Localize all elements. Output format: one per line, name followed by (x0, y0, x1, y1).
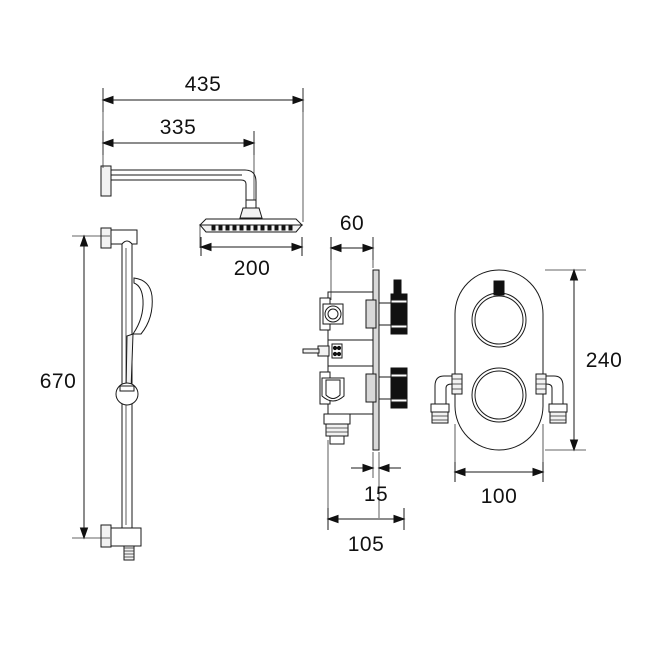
temperature-indicator-stalk (393, 279, 402, 297)
extension-lines-valve (327, 237, 380, 518)
dimension-335: 335 (101, 116, 256, 155)
slide-rail-top-wall-plate (100, 227, 112, 249)
dimension-240: 240 (569, 268, 623, 452)
dimension-60-label: 60 (340, 212, 364, 235)
valve-collar-lower (365, 373, 377, 403)
dimension-435-label: 435 (185, 73, 222, 96)
valve-outlet-boss-lower (321, 377, 345, 402)
outlet-elbow-left (430, 373, 463, 424)
dimension-105-label: 105 (348, 533, 385, 556)
valve-mid-detail-plate (331, 343, 343, 359)
slide-rail-bottom-bracket (110, 527, 142, 547)
outlet-elbow-left-nut (431, 411, 449, 424)
dimension-335-label: 335 (160, 116, 197, 139)
extension-lines-arm (102, 88, 304, 248)
valve-outlet-bore-lower (325, 379, 341, 399)
valve-collar-upper (365, 299, 377, 329)
shower-head-top (198, 218, 304, 226)
dimension-240-label: 240 (586, 349, 623, 372)
temperature-handle-groove-top (390, 299, 408, 304)
temperature-indicator-tab (493, 280, 505, 296)
flow-control-ring (471, 367, 527, 423)
outlet-elbow-right-nut (549, 411, 567, 424)
dimension-435: 435 (101, 73, 305, 112)
flow-control-inner (474, 370, 524, 420)
dimension-15-label: 15 (364, 483, 388, 506)
dimension-670: 670 (40, 234, 110, 540)
hose-outlet-thread (124, 547, 134, 558)
slide-rail-bottom-wall-plate (100, 524, 112, 548)
temperature-control-inner (474, 295, 524, 345)
outlet-elbow-right-nut-top (548, 403, 568, 413)
dimension-15: 15 (351, 463, 401, 506)
valve-outlet-tail (329, 435, 345, 445)
valve-stem-lower (378, 376, 392, 400)
temperature-handle-groove-bottom (390, 324, 408, 329)
view-shower-arm (100, 165, 304, 233)
temperature-control-ring (471, 292, 527, 348)
flow-handle-side (390, 367, 408, 409)
dimension-200-label: 200 (234, 257, 271, 280)
valve-outlet-nut-upper (323, 413, 351, 425)
valve-outlet-nut-lower (325, 423, 349, 437)
valve-stop-screw-head (317, 345, 330, 357)
outlet-elbow-left-nut-top (430, 403, 450, 413)
dimension-200: 200 (199, 237, 304, 280)
hose-outlet-connector (123, 545, 135, 561)
dimension-100: 100 (453, 462, 545, 508)
flow-handle-groove-bottom (390, 398, 408, 403)
handset-profile (132, 277, 153, 335)
dimension-105: 105 (326, 508, 406, 556)
flow-handle-groove-top (390, 373, 408, 378)
view-valve-front (430, 269, 568, 451)
valve-inlet-bore-upper (327, 308, 339, 320)
slide-rail-slider-clamp (119, 385, 135, 392)
dimension-100-label: 100 (481, 485, 518, 508)
valve-stop-screw-shaft (302, 348, 320, 354)
faceplate-edge (372, 269, 380, 451)
outlet-elbow-right (535, 373, 568, 424)
valve-mid-screw-detail (332, 345, 342, 357)
view-valve-side (302, 269, 408, 451)
dimension-670-label: 670 (40, 370, 77, 393)
shower-head-swivel (239, 207, 263, 219)
shower-head-nozzles (211, 225, 293, 231)
shower-arm-wall-flange (100, 165, 112, 197)
view-slide-rail (100, 227, 153, 561)
valve-stem-upper (378, 302, 392, 326)
dimension-60: 60 (329, 212, 375, 260)
